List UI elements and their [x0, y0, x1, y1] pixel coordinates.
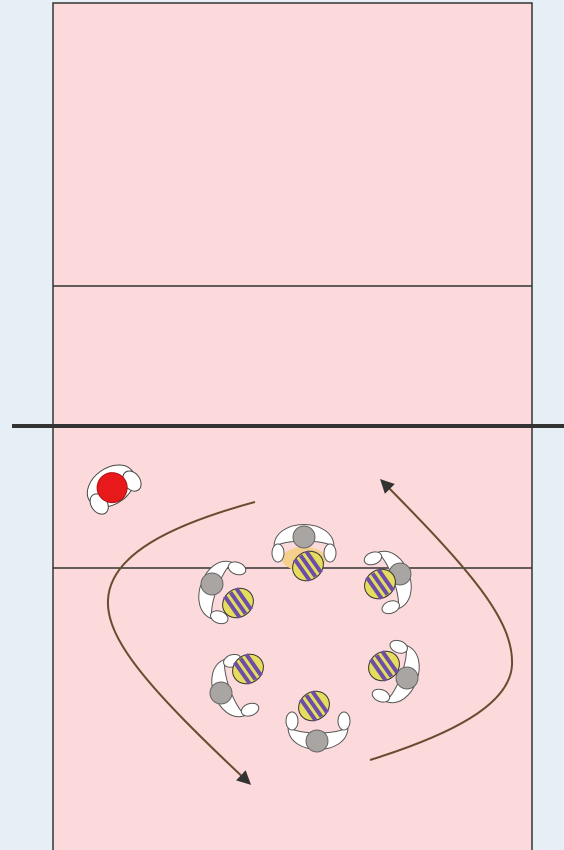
player-head	[293, 526, 315, 548]
player-head	[396, 667, 418, 689]
player-arm-left	[272, 544, 284, 562]
player-arm-right	[286, 712, 298, 730]
player-head	[306, 730, 328, 752]
player-arm-right	[324, 544, 336, 562]
player-head	[201, 573, 223, 595]
player-arm-left	[338, 712, 350, 730]
player-head	[210, 682, 232, 704]
